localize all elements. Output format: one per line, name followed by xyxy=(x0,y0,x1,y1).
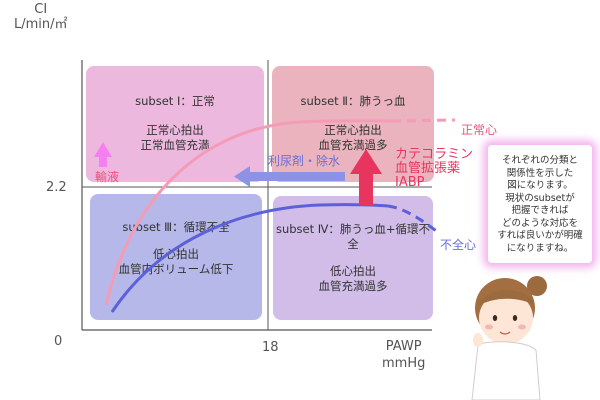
y-axis-label: CI L/min/㎡ xyxy=(14,2,68,32)
quadrant-desc: 血管充満過多 xyxy=(318,279,388,293)
origin-label: 0 xyxy=(54,334,63,349)
failing-heart-curve xyxy=(110,203,389,313)
x-axis-unit: mmHg xyxy=(382,356,426,371)
bubble-line: になりますね。 xyxy=(506,242,574,254)
bubble-line: 把握できれば xyxy=(511,205,569,216)
quadrant-desc: 正常心拍出 xyxy=(146,123,204,137)
quadrant-title: subset Ⅰ：正常 xyxy=(135,94,215,108)
inotrope-label-line: カテコラミン xyxy=(395,147,474,162)
bubble-line: それぞれの分類と xyxy=(501,155,578,166)
quadrant-title: subset Ⅱ：肺うっ血 xyxy=(300,94,406,108)
quadrant-desc: 血管充満過多 xyxy=(318,138,388,152)
quadrant-title: subset Ⅳ：肺うっ血+循環不全 xyxy=(275,222,431,251)
infusion-label: 輸液 xyxy=(95,170,120,184)
quadrant-desc: 正常血管充満 xyxy=(140,138,210,152)
inotrope-arrow-icon xyxy=(350,149,382,205)
quadrant-subset-3: subset Ⅲ：循環不全 低心拍出 血管内ボリューム低下 xyxy=(90,194,262,320)
bubble-line: どのような対応を xyxy=(501,217,578,229)
inotrope-label: カテコラミン 血管拡張薬 IABP xyxy=(395,148,473,190)
failing-heart-curve-dashed xyxy=(387,204,441,236)
bubble-line: すれば良いかが明確 xyxy=(497,230,583,241)
quadrant-subset-1: subset Ⅰ：正常 正常心拍出 正常血管充満 xyxy=(86,66,264,182)
quadrant-desc: 低心拍出 xyxy=(330,264,376,278)
normal-heart-curve-dashed xyxy=(391,118,456,123)
y-axis-unit: L/min/㎡ xyxy=(14,17,68,32)
infusion-arrow-icon xyxy=(94,142,112,167)
diuretic-arrow-icon xyxy=(234,166,345,187)
x-axis-label: PAWP mmHg xyxy=(382,338,425,372)
normal-heart-label: 正常心 xyxy=(461,123,498,137)
quadrant-title: subset Ⅲ：循環不全 xyxy=(122,220,230,234)
x-tick-18: 18 xyxy=(262,340,279,355)
y-tick-2-2: 2.2 xyxy=(46,180,67,195)
speech-bubble: それぞれの分類と 関係性を示した 図になります。 現状のsubsetが 把握でき… xyxy=(488,145,592,263)
diuretic-label: 利尿剤・除水 xyxy=(268,154,341,168)
quadrant-desc: 正常心拍出 xyxy=(324,123,382,137)
bubble-line: 現状のsubsetが xyxy=(505,192,575,204)
normal-heart-curve xyxy=(104,119,393,306)
bubble-line: 図になります。 xyxy=(507,180,573,191)
y-axis-title: CI xyxy=(34,2,48,17)
inotrope-label-line: IABP xyxy=(395,175,425,190)
quadrant-subset-2: subset Ⅱ：肺うっ血 正常心拍出 血管充満過多 xyxy=(272,66,434,182)
inotrope-label-line: 血管拡張薬 xyxy=(395,161,461,176)
bubble-line: 関係性を示した xyxy=(506,167,574,179)
failing-heart-label: 不全心 xyxy=(440,238,477,252)
x-axis-title: PAWP xyxy=(385,339,422,354)
nurse-avatar xyxy=(471,276,547,400)
quadrant-subset-4: subset Ⅳ：肺うっ血+循環不全 低心拍出 血管充満過多 xyxy=(273,196,433,320)
